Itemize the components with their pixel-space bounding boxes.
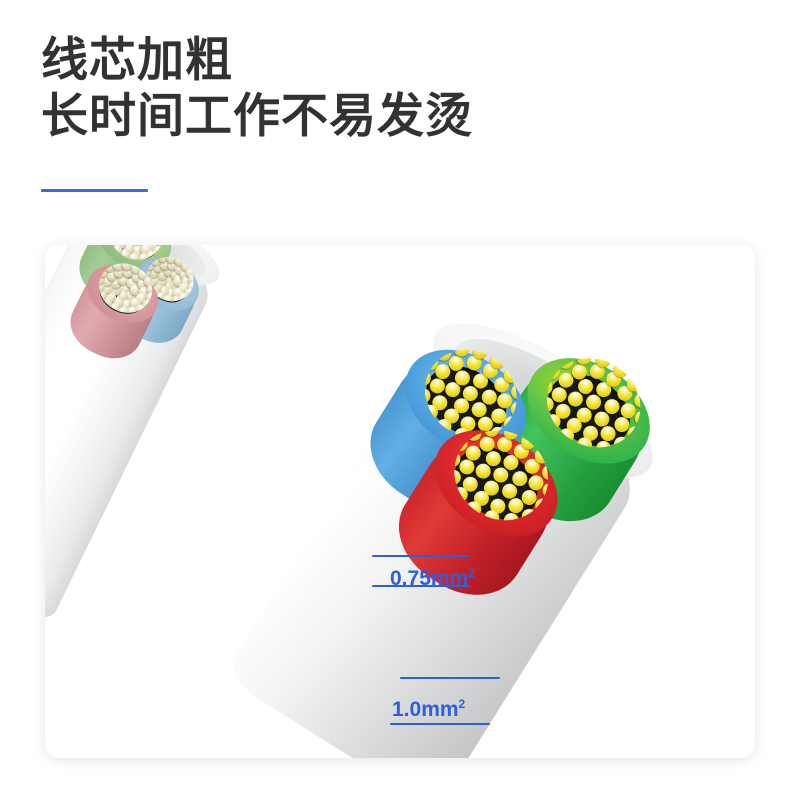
callout-thick-gauge: 1.0mm2 — [390, 677, 520, 727]
callout-thick-number: 1.0mm — [392, 698, 459, 721]
callout-thin-number: 0.75mm — [390, 567, 469, 590]
callout-thick-value: 1.0mm2 — [392, 694, 465, 720]
callout-thin-value: 0.75mm2 — [390, 563, 475, 589]
callout-top-rule — [400, 677, 500, 679]
callout-thin-gauge: 0.75mm2 — [372, 555, 502, 589]
page-title: 线芯加粗 长时间工作不易发烫 — [41, 32, 741, 144]
callout-top-rule — [372, 555, 470, 557]
headline-accent-rule — [41, 189, 148, 192]
headline-line-2: 长时间工作不易发烫 — [41, 89, 473, 142]
callout-thin-superscript: 2 — [468, 566, 475, 580]
headline-line-1: 线芯加粗 — [41, 33, 233, 86]
callout-bottom-rule — [390, 723, 490, 725]
callout-bottom-rule — [372, 585, 470, 587]
product-photo-card: 0.75mm2 1.0mm2 — [45, 245, 755, 758]
cable-photo: 0.75mm2 1.0mm2 — [45, 245, 755, 758]
callout-thick-superscript: 2 — [458, 697, 466, 711]
